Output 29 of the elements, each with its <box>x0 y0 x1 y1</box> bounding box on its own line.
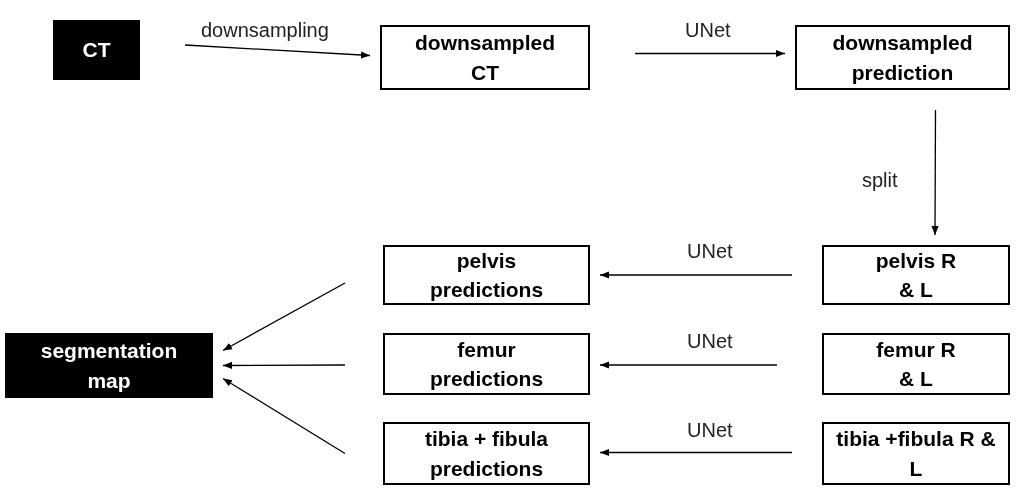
box-label: femur predictions <box>428 336 545 392</box>
box-label: pelvis predictions <box>428 247 545 303</box>
arrow <box>184 44 371 59</box>
terminal-box <box>5 333 213 398</box>
process-box <box>822 422 1010 485</box>
arrow <box>634 49 786 58</box>
process-box <box>795 25 1010 90</box>
process-box <box>383 333 590 395</box>
arrow <box>599 271 793 279</box>
arrow <box>222 361 346 370</box>
process-box <box>380 25 590 90</box>
arrow <box>599 361 778 369</box>
box-label: downsampled CT <box>414 30 556 86</box>
box-label: tibia +fibula R & L <box>836 426 996 482</box>
box-label: downsampled prediction <box>831 30 974 86</box>
box-label: femur R & L <box>875 336 957 392</box>
arrow <box>931 109 939 236</box>
arrow <box>222 282 346 352</box>
process-box <box>383 245 590 305</box>
terminal-box <box>53 20 140 80</box>
box-label: pelvis R & L <box>874 247 958 303</box>
process-box <box>383 422 590 485</box>
arrow <box>222 377 346 455</box>
arrow <box>599 448 793 457</box>
box-label: CT <box>82 37 111 64</box>
box-label: tibia + fibula predictions <box>423 426 550 482</box>
process-box <box>822 245 1010 305</box>
process-box <box>822 333 1010 395</box>
box-label: segmentation map <box>39 338 179 394</box>
